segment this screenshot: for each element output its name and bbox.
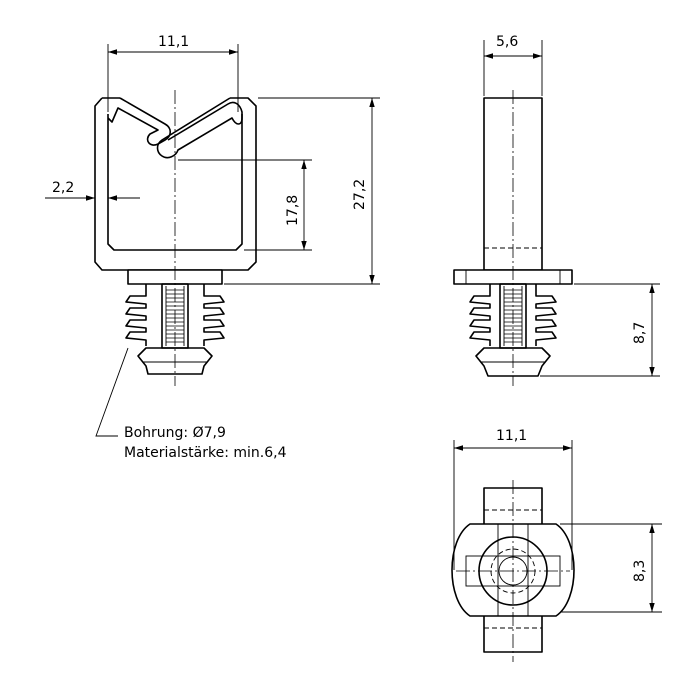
note-bore: Bohrung: Ø7,9 <box>124 425 226 441</box>
dim-total-height: 27,2 <box>352 179 368 210</box>
dim-bottom-width: 11,1 <box>496 428 527 444</box>
bottom-dimensions: 11,1 8,3 <box>453 428 662 613</box>
side-dimensions: 5,6 8,7 <box>483 34 660 377</box>
side-view <box>453 90 573 386</box>
front-dimensions: 11,1 2,2 17,8 27,2 <box>45 34 380 285</box>
front-clip-arm-right <box>156 97 243 159</box>
bottom-view <box>451 480 575 662</box>
dim-bottom-height: 8,3 <box>632 560 648 582</box>
dim-wall-thickness: 2,2 <box>52 180 74 196</box>
dim-side-plug-height: 8,7 <box>632 322 648 344</box>
side-plug-tip <box>475 347 551 377</box>
dim-inner-height: 17,8 <box>285 195 301 226</box>
front-view <box>94 90 257 386</box>
front-outer-frame <box>94 97 257 271</box>
front-plug-fins-right <box>203 284 225 346</box>
dim-side-width: 5,6 <box>496 34 518 50</box>
front-plug-tip <box>137 347 213 375</box>
note-material: Materialstärke: min.6,4 <box>124 445 287 461</box>
front-plug-fins-left <box>125 284 147 346</box>
side-plug-fins-left <box>469 284 491 346</box>
bore-note: Bohrung: Ø7,9 Materialstärke: min.6,4 <box>95 347 287 461</box>
front-clip-arm-left <box>107 97 172 146</box>
dim-front-width: 11,1 <box>158 34 189 50</box>
side-plug-threads <box>503 286 523 346</box>
side-plug-fins-right <box>535 284 557 346</box>
